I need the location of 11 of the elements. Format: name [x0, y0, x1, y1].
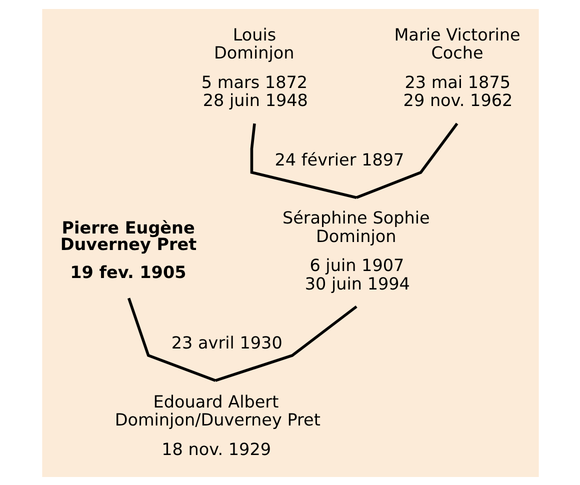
connector: [356, 122, 458, 198]
node-text: Pierre Eugène Duverney Pret 19 fev. 1905: [60, 216, 196, 282]
node-text: Louis Dominjon 5 mars 1872 28 juin 1948: [200, 24, 308, 110]
node-text: Marie Victorine Coche 23 mai 1875 29 nov. 1962: [394, 24, 520, 110]
node-text: Edouard Albert Dominjon/Duverney Pret 18 nov. 1929: [114, 390, 320, 458]
edge-label: 24 février 1897: [274, 149, 404, 170]
node-text: Séraphine Sophie Dominjon 6 juin 1907 30 juin 1994: [282, 207, 430, 293]
edge-label: 23 avril 1930: [170, 332, 282, 352]
connector: [250, 122, 356, 198]
connector: [214, 304, 357, 382]
connector: [126, 297, 216, 382]
